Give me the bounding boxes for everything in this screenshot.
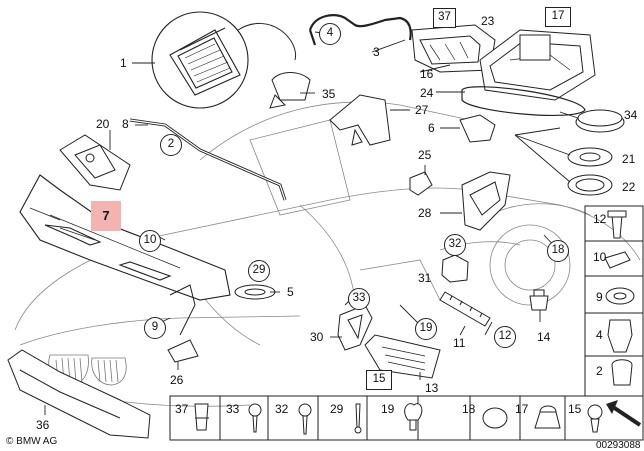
callout-8: 8	[122, 117, 129, 131]
callout-22: 22	[622, 180, 636, 194]
callout-19: 19	[415, 318, 437, 340]
callout-14: 14	[537, 330, 551, 344]
legend-frames	[169, 205, 644, 441]
bottom-legend-15: 15	[568, 402, 582, 416]
callout-1: 1	[120, 56, 127, 70]
part-5-grommet	[234, 284, 276, 300]
bottom-legend-18: 18	[462, 402, 476, 416]
part-3-hose	[308, 14, 412, 41]
part-7-cowl-panel	[19, 174, 231, 301]
callout-29: 29	[248, 260, 270, 282]
part-27-trim	[329, 94, 391, 146]
callout-26: 26	[170, 373, 184, 387]
part-34-cap	[575, 109, 625, 133]
bottom-legend-icons	[194, 403, 603, 435]
car-hood-edge	[19, 315, 301, 346]
callout-16: 16	[420, 67, 434, 81]
callout-36: 36	[36, 418, 50, 432]
wheel-inner	[504, 239, 556, 291]
callout-28: 28	[418, 206, 432, 220]
side-legend-icons	[604, 210, 635, 386]
callout-20: 20	[96, 117, 110, 131]
callout-35: 35	[322, 87, 336, 101]
car-windshield-top	[199, 101, 471, 161]
part-35-bracket	[269, 72, 311, 109]
brand-copyright: © BMW AG	[6, 436, 58, 447]
sunroof-outline	[249, 119, 351, 216]
callout-31: 31	[418, 271, 432, 285]
bottom-legend-32: 32	[275, 402, 289, 416]
car-a-pillar	[299, 204, 357, 331]
part-28-cover	[461, 171, 511, 231]
part-24-seal	[461, 86, 586, 117]
part-25-clip	[409, 171, 433, 196]
callout-27: 27	[415, 103, 429, 117]
part-26-clip	[167, 339, 199, 363]
callout-6: 6	[428, 121, 435, 135]
bottom-legend-37: 37	[175, 402, 189, 416]
callout-4: 4	[319, 23, 341, 45]
door-line	[359, 259, 441, 301]
part-1-detail	[151, 11, 249, 109]
callout-2: 2	[160, 134, 182, 156]
part-6-bracket	[459, 114, 496, 143]
part-11-strip	[439, 291, 491, 327]
callout-37: 37	[433, 8, 456, 28]
callout-23: 23	[481, 14, 495, 28]
part-22-ring	[567, 174, 613, 196]
bottom-legend-29: 29	[330, 402, 344, 416]
callout-10: 10	[139, 230, 161, 252]
callout-15: 15	[366, 370, 392, 390]
callout-32: 32	[444, 234, 466, 256]
side-legend-12: 12	[593, 212, 607, 226]
callout-3: 3	[373, 45, 380, 59]
bottom-legend-17: 17	[515, 402, 529, 416]
wheel-outline	[489, 224, 571, 306]
side-legend-4: 4	[596, 328, 603, 342]
highlighted-part-label: 7	[91, 201, 121, 231]
part-23-holder	[411, 24, 496, 73]
callout-5: 5	[287, 285, 294, 299]
bottom-legend-19: 19	[381, 402, 395, 416]
part-21-ring	[567, 147, 613, 167]
part-36-air-duct	[7, 349, 151, 439]
part-20-cover	[59, 134, 131, 191]
callout-25: 25	[418, 148, 432, 162]
part-2-seal-strip	[129, 118, 287, 201]
callout-33: 33	[348, 288, 370, 310]
part-31-plug	[441, 254, 469, 283]
side-legend-2: 2	[596, 364, 603, 378]
side-legend-9: 9	[596, 290, 603, 304]
part-13-plate	[364, 334, 441, 379]
arrow-icon	[606, 400, 642, 427]
callout-12: 12	[494, 326, 516, 348]
side-legend-10: 10	[593, 250, 607, 264]
callout-11: 11	[453, 336, 466, 350]
callout-21: 21	[622, 152, 636, 166]
callout-34: 34	[624, 108, 638, 122]
car-roofline	[14, 187, 641, 331]
callout-30: 30	[310, 330, 324, 344]
part-9-seal	[169, 284, 196, 336]
callout-9: 9	[144, 317, 166, 339]
callout-13: 13	[425, 381, 439, 395]
image-number: 00293088	[596, 440, 641, 451]
callout-24: 24	[420, 86, 434, 100]
part-14-fastener	[529, 289, 549, 311]
callout-17: 17	[545, 7, 571, 27]
callout-18: 18	[547, 240, 569, 262]
part-17-battery-tray	[479, 29, 596, 101]
bottom-legend-33: 33	[226, 402, 240, 416]
